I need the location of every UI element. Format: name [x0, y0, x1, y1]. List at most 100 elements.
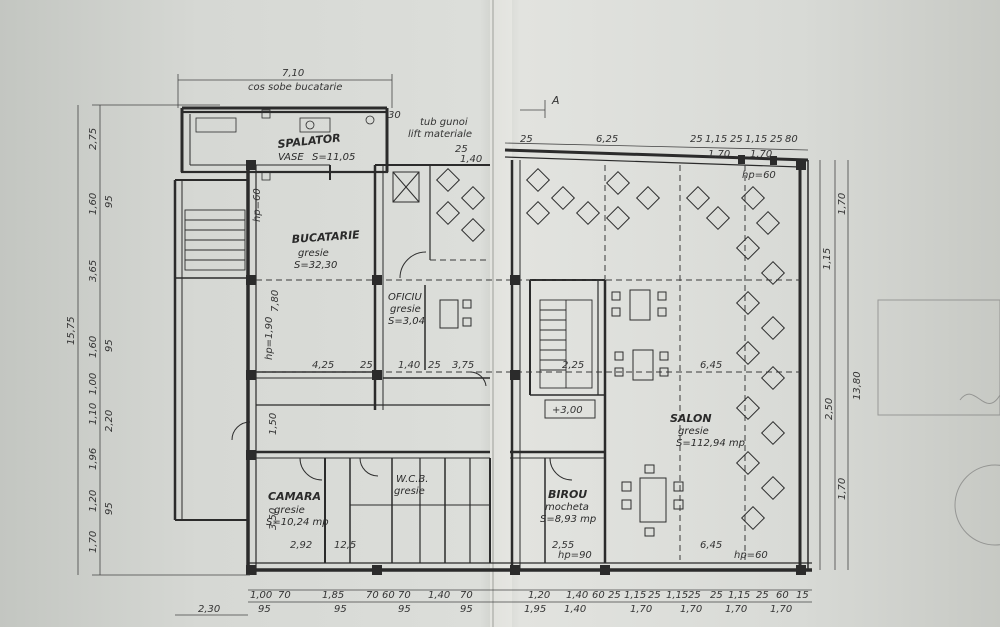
room-oficiu-name: OFICIU — [388, 292, 423, 303]
dim-bottom2-8: 1,70 — [725, 604, 747, 615]
dim-bottom2-4: 1,95 — [524, 604, 546, 615]
lift-shaft — [392, 171, 420, 203]
dim-right-3: 1,15 — [822, 248, 833, 270]
kitchen-counter — [195, 109, 375, 181]
dim-bottom1-1: 70 — [278, 590, 291, 601]
note-hp-door: hp=60 — [252, 188, 263, 222]
door-swings — [231, 251, 573, 481]
dim-bottom1-20: 15 — [796, 590, 809, 601]
dining-tables — [435, 167, 786, 537]
dim-inner-9: 2,55 — [552, 540, 574, 551]
dimension-texts: 7,10 30 6,25 25 1,15 25 1,15 25 80 1,70 … — [66, 68, 863, 615]
beam-lines — [256, 165, 800, 560]
level-box — [544, 399, 596, 419]
dim-bottom1-2: 1,85 — [322, 590, 344, 601]
room-oficiu-floor: gresie — [390, 304, 421, 315]
dim-top-10: 1,70 — [750, 149, 772, 160]
dim-top-2: 6,25 — [596, 134, 618, 145]
dim-left-9: 2,20 — [104, 410, 115, 432]
dim-inner-3: 25 — [428, 360, 441, 371]
room-wc-name: W.C.B. — [396, 474, 428, 485]
room-labels: SPALATOR VASE S=11,05 BUCATARIE gresie S… — [266, 131, 745, 528]
note-hp-left: hp=1,90 — [264, 317, 275, 360]
dim-top-6: 1,15 — [745, 134, 767, 145]
dim-left-1: 1,60 — [88, 193, 99, 215]
dim-bottom1-6: 1,40 — [428, 590, 450, 601]
dim-left-11: 1,20 — [88, 490, 99, 512]
room-oficiu-area: S=3,04 — [388, 316, 425, 327]
dim-left-8: 1,10 — [88, 403, 99, 425]
room-bucatarie-floor: gresie — [298, 248, 329, 259]
dim-inner-12: 1,50 — [268, 413, 279, 435]
dim-left-0: 2,75 — [88, 128, 99, 150]
room-wc-floor: gresie — [394, 486, 425, 497]
dim-bottom1-7: 70 — [460, 590, 473, 601]
dim-bottom2-9: 1,70 — [770, 604, 792, 615]
dimension-lines — [77, 74, 849, 616]
stamp-marks — [877, 299, 1000, 546]
dim-bottom1-4: 60 — [382, 590, 395, 601]
dim-left-2: 95 — [104, 195, 115, 208]
dim-bottom1-18: 25 — [756, 590, 769, 601]
dim-top-4: 1,15 — [705, 134, 727, 145]
dim-left-12: 95 — [104, 502, 115, 515]
note-cos: cos sobe bucatarie — [248, 82, 342, 93]
room-salon-name: SALON — [670, 412, 712, 425]
level-mark: +3,00 — [552, 405, 583, 416]
dim-top-8: 80 — [785, 134, 798, 145]
dim-inner-11: 3,50 — [268, 508, 279, 530]
dim-left-4: 15,75 — [66, 316, 77, 345]
dim-inner-1: 25 — [360, 360, 373, 371]
dim-right-1: 2,50 — [824, 398, 835, 420]
dim-bottom1-9: 1,40 — [566, 590, 588, 601]
room-salon-floor: gresie — [678, 426, 709, 437]
note-hp-salon: hp=60 — [734, 550, 768, 561]
dim-top-3: 25 — [690, 134, 703, 145]
dim-bottom1-12: 1,15 — [624, 590, 646, 601]
dim-left-5: 1,60 — [88, 336, 99, 358]
dim-bottom1-15: 25 — [688, 590, 701, 601]
dim-inner-2: 1,40 — [398, 360, 420, 371]
room-birou-area: S=8,93 mp — [540, 514, 596, 525]
room-bucatarie-area: S=32,30 — [294, 260, 337, 271]
dim-bottom1-16: 25 — [710, 590, 723, 601]
dim-inner-6: 6,45 — [700, 360, 722, 371]
dim-left-6: 95 — [104, 339, 115, 352]
dim-inner-10: 6,45 — [700, 540, 722, 551]
dim-left-13: 1,70 — [88, 531, 99, 553]
dim-inner-16: 25 — [520, 134, 533, 145]
dim-inner-0: 4,25 — [312, 360, 334, 371]
dim-inner-5: 2,25 — [562, 360, 584, 371]
room-bucatarie-name: BUCATARIE — [291, 228, 360, 246]
dim-top-1: 30 — [388, 110, 401, 121]
staircase — [184, 209, 593, 389]
dim-top-0: 7,10 — [282, 68, 304, 79]
dim-top-7: 25 — [770, 134, 783, 145]
dim-bottom2-3: 95 — [460, 604, 473, 615]
plan-notes: cos sobe bucatarie tub gunoi lift materi… — [248, 82, 776, 561]
dim-bottom1-3: 70 — [366, 590, 379, 601]
dim-bottom1-14: 1,15 — [666, 590, 688, 601]
dim-right-2: 1,70 — [837, 193, 848, 215]
dim-inner-7: 2,92 — [290, 540, 312, 551]
dim-right-0: 13,80 — [852, 371, 863, 400]
dim-bottom1-10: 60 — [592, 590, 605, 601]
room-salon-area: S=112,94 mp — [676, 438, 745, 449]
dim-left-3: 3,65 — [88, 260, 99, 282]
room-spalator-area: S=11,05 — [312, 152, 355, 163]
room-camara-floor: gresie — [274, 505, 305, 516]
room-spalator-name: SPALATOR — [277, 131, 341, 151]
dim-bottom1-19: 60 — [776, 590, 789, 601]
dim-inner-4: 3,75 — [452, 360, 474, 371]
note-hp-window: hp=60 — [742, 170, 776, 181]
dim-bottom1-13: 25 — [648, 590, 661, 601]
dim-right-4: 1,70 — [837, 478, 848, 500]
section-marker: A — [551, 94, 560, 107]
room-camara-name: CAMARA — [268, 490, 321, 503]
dim-bottom2-5: 1,40 — [564, 604, 586, 615]
dim-bottom1-17: 1,15 — [728, 590, 750, 601]
dim-top-9: 1,70 — [708, 149, 730, 160]
room-camara-area: S=10,24 mp — [266, 517, 329, 528]
